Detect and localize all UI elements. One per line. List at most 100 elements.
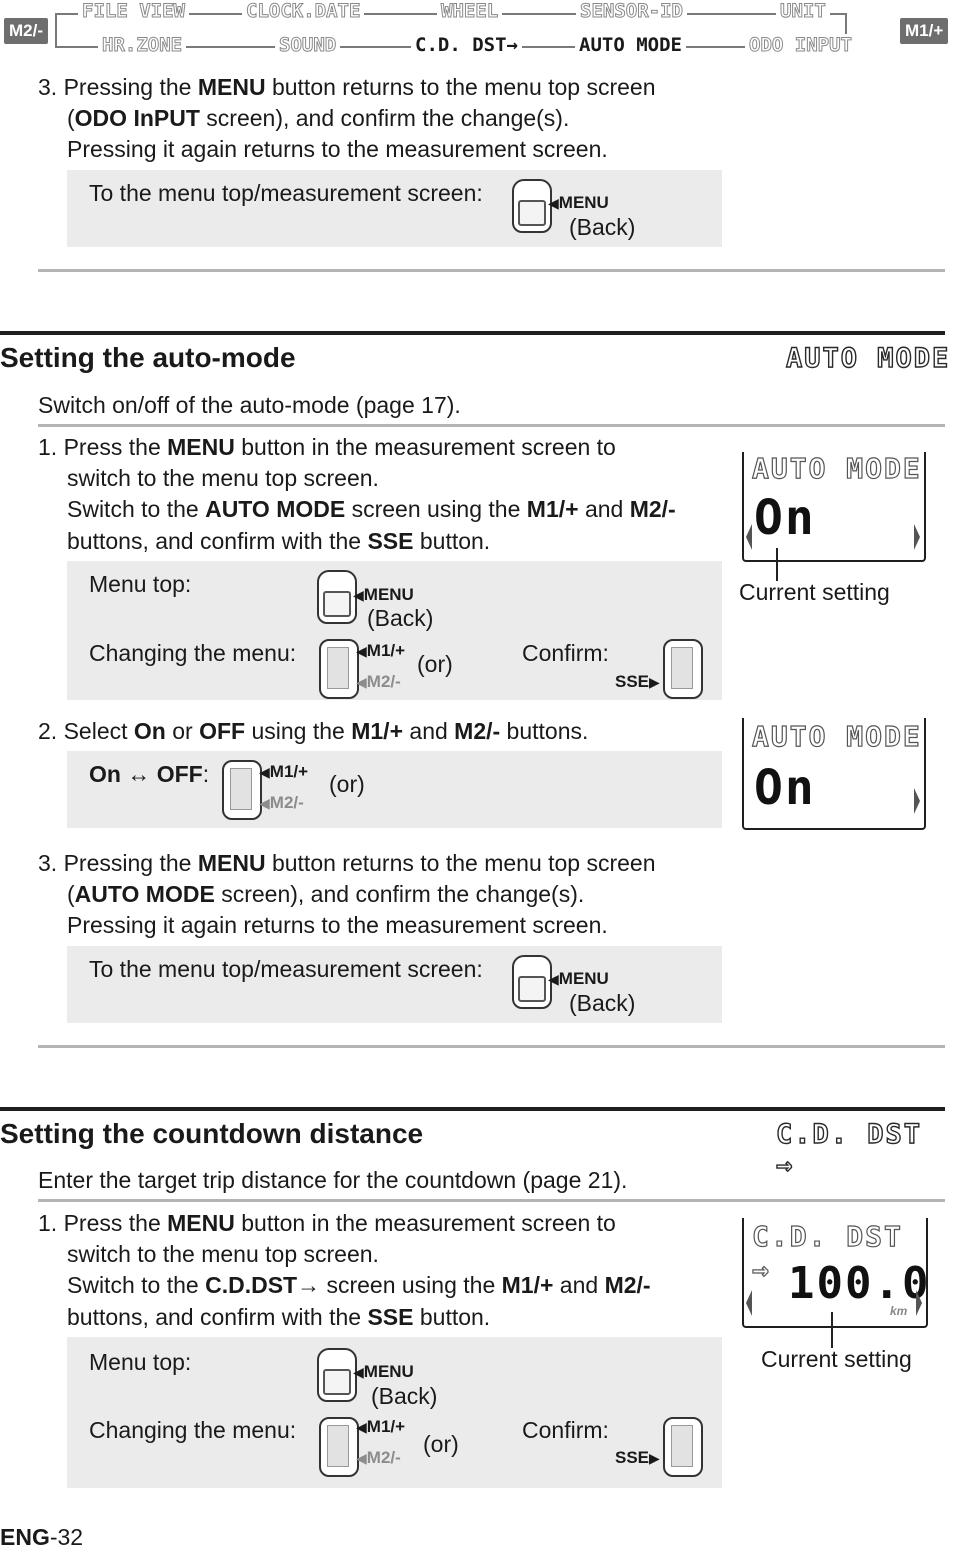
cd-intro: Enter the target trip distance for the c… [38, 1167, 628, 1193]
nav-item-odo-input: ODO INPUT [745, 34, 856, 57]
nav-item-file-view: FILE VIEW [78, 0, 189, 23]
section-lcd-title: C.D. DST → [775, 1118, 923, 1181]
nav-item-cd-dst: C.D. DST→ [411, 34, 522, 56]
box-label: To the menu top/measurement screen: [89, 180, 483, 206]
nav-item-auto-mode: AUTO MODE [575, 34, 686, 56]
lcd-current-value: 100.0 [788, 1258, 931, 1309]
lcd-caption: Current setting [761, 1346, 912, 1372]
lcd-cd-dst-screen: C.D. DST → 100.0 km [742, 1218, 928, 1328]
cd-step1-box: Menu top: ◀MENU (Back) Changing the menu… [67, 1337, 722, 1488]
nav-item-wheel: WHEEL [437, 0, 503, 23]
device-menu-icon [512, 955, 552, 1009]
nav-item-clock-date: CLOCK.DATE [242, 0, 365, 23]
device-menu-icon [512, 179, 552, 233]
cd-step1-line3: Switch to the C.D.DST→ screen using the … [67, 1272, 651, 1298]
lcd-left-arrow-icon [746, 524, 752, 550]
auto-step3-line2: (AUTO MODE screen), and confirm the chan… [67, 881, 585, 907]
intro-rule [38, 1199, 945, 1202]
auto-step1-line1: 1. Press the MENU button in the measurem… [38, 434, 616, 460]
odo-step3-line1: 3. Pressing the MENU button returns to t… [38, 74, 656, 100]
section-end-rule [38, 269, 945, 272]
lcd-current-value: On [754, 760, 816, 816]
lcd-caption: Current setting [739, 579, 890, 605]
auto-step3-line1: 3. Pressing the MENU button returns to t… [38, 850, 656, 876]
device-m1-m2-icon [319, 1417, 359, 1477]
box-label: To the menu top/measurement screen: [89, 956, 483, 982]
m1-button-label: ◀M1/+ [356, 1417, 406, 1436]
or-label: (or) [417, 651, 453, 677]
section-top-rule [0, 1107, 945, 1111]
caption-pointer [776, 548, 778, 581]
lcd-right-arrow-icon [914, 524, 920, 550]
auto-step2-line: 2. Select On or OFF using the M1/+ and M… [38, 718, 589, 744]
cd-step1-line2: switch to the menu top screen. [67, 1241, 379, 1267]
section-lcd-title: AUTO MODE [785, 342, 951, 374]
device-sse-icon [663, 639, 703, 699]
menu-button-label: ◀MENU [548, 969, 609, 988]
nav-item-hr-zone: HR.ZONE [98, 34, 187, 57]
confirm-label: Confirm: [522, 640, 609, 666]
auto-step1-box: Menu top: ◀MENU (Back) Changing the menu… [67, 561, 722, 700]
m2-button-label: ◀M2/- [356, 672, 401, 691]
menu-top-label: Menu top: [89, 1349, 192, 1375]
section-end-rule [38, 1045, 945, 1048]
caption-pointer [831, 1312, 833, 1348]
auto-step1-line3: Switch to the AUTO MODE screen using the… [67, 496, 676, 522]
m2-button-label: ◀M2/- [259, 793, 304, 812]
or-label: (or) [329, 771, 365, 797]
nav-m1-button: M1/+ [900, 18, 949, 44]
section-top-rule [0, 331, 945, 335]
lcd-auto-mode-screen: AUTO MODE On [742, 451, 926, 562]
lcd-current-value: On [754, 490, 816, 546]
m1-button-label: ◀M1/+ [259, 762, 309, 781]
cd-step1-line4: buttons, and confirm with the SSE button… [67, 1304, 491, 1330]
lcd-unit: km [890, 1304, 908, 1318]
menu-button-label: ◀MENU [353, 585, 414, 604]
menu-button-label: ◀MENU [353, 1362, 414, 1381]
m1-button-label: ◀M1/+ [356, 641, 406, 660]
odo-step3-line2: (ODO InPUT screen), and confirm the chan… [67, 105, 570, 131]
or-label: (or) [423, 1431, 459, 1457]
lcd-screen-title: AUTO MODE [751, 719, 922, 753]
device-sse-icon [663, 1417, 703, 1477]
changing-menu-label: Changing the menu: [89, 640, 297, 666]
lcd-auto-mode-select-screen: AUTO MODE On [742, 718, 926, 830]
odo-back-instruction-box: To the menu top/measurement screen: ◀MEN… [67, 170, 722, 247]
auto-intro: Switch on/off of the auto-mode (page 17)… [38, 392, 461, 418]
device-menu-icon [317, 570, 357, 624]
lcd-right-arrow-icon [916, 1290, 922, 1316]
nav-line-left [55, 13, 57, 48]
device-m1-m2-icon [319, 639, 359, 699]
back-label: (Back) [371, 1383, 438, 1409]
nav-item-sensor-id: SENSOR-ID [576, 0, 687, 23]
m2-button-label: ◀M2/- [356, 1448, 401, 1467]
sse-button-label: SSE▶ [615, 1448, 660, 1467]
lcd-right-arrow-icon [914, 788, 920, 814]
cd-step1-line1: 1. Press the MENU button in the measurem… [38, 1210, 616, 1236]
section-title-auto-mode: Setting the auto-mode [0, 342, 296, 373]
back-label: (Back) [569, 990, 636, 1016]
lcd-screen-title: C.D. DST → [751, 1219, 903, 1286]
nav-line-right [845, 13, 847, 48]
lcd-left-arrow-icon [746, 1290, 752, 1316]
device-menu-icon [317, 1348, 357, 1402]
auto-back-instruction-box: To the menu top/measurement screen: ◀MEN… [67, 946, 722, 1023]
back-label: (Back) [569, 214, 636, 240]
step-number: 3. [38, 74, 58, 100]
device-m1-m2-icon [222, 760, 262, 820]
auto-step1-line2: switch to the menu top screen. [67, 465, 379, 491]
back-label: (Back) [367, 605, 434, 631]
nav-item-sound: SOUND [275, 34, 341, 57]
section-title-countdown: Setting the countdown distance [0, 1118, 424, 1149]
on-off-toggle-label: On ↔ OFF: [89, 761, 210, 787]
confirm-label: Confirm: [522, 1417, 609, 1443]
sse-button-label: SSE▶ [615, 672, 660, 691]
menu-top-label: Menu top: [89, 571, 192, 597]
menu-button-label: ◀MENU [548, 193, 609, 212]
menu-navigation-strip: M2/- M1/+ FILE VIEW CLOCK.DATE WHEEL SEN… [0, 0, 953, 64]
auto-step1-line4: buttons, and confirm with the SSE button… [67, 528, 491, 554]
lcd-screen-title: AUTO MODE [751, 451, 922, 485]
auto-step3-line3: Pressing it again returns to the measure… [67, 912, 608, 938]
page-number: ENG-32 [0, 1524, 84, 1550]
nav-item-unit: UNIT [776, 0, 830, 23]
